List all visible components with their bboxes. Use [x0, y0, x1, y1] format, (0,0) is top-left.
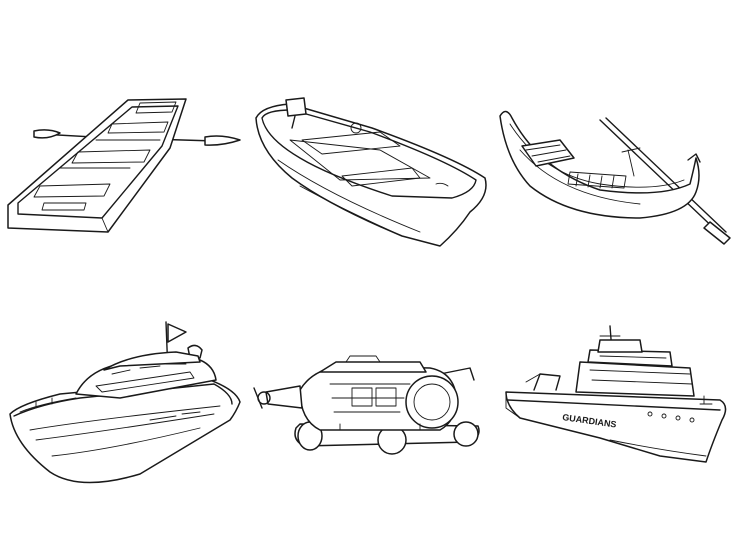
motor-boat-icon [255, 97, 487, 247]
rowboat-icon [7, 98, 241, 233]
gondola-icon [499, 110, 731, 245]
patrol-ship-icon: GUARDIANS [505, 325, 727, 463]
yacht-icon [9, 321, 241, 484]
submarine-icon [253, 355, 480, 455]
